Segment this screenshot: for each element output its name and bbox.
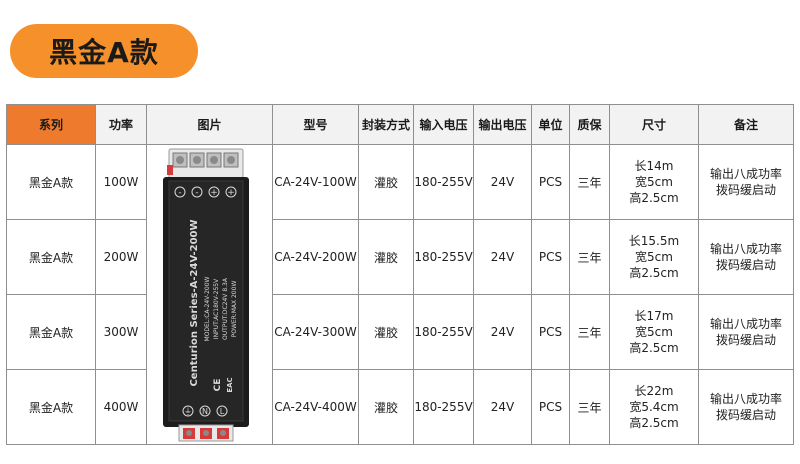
spec-table: 系列 功率 图片 型号 封装方式 输入电压 输出电压 单位 质保 尺寸 备注 黑… [6,104,794,445]
cell-unit: PCS [531,369,570,445]
col-header-model: 型号 [272,104,359,145]
size-width: 宽5.4cm [629,400,679,414]
product-image-cell: - - + + Centurion Series-A-24V-200W MODE… [146,144,273,445]
top-terminal-label: - [178,188,181,198]
cell-model: CA-24V-300W [272,294,359,370]
series-text: Centurion Series-A-24V-200W [189,219,200,386]
label-line: INPUT:AC180V-255V [213,278,220,339]
cell-note: 输出八成功率 拨码缓启动 [698,219,794,295]
table-row: 黑金A款 200W CA-24V-200W 灌胶 180-255V 24V PC… [6,219,794,295]
cell-unit: PCS [531,294,570,370]
size-length: 长15.5m [628,234,680,248]
cell-power: 200W [95,219,147,295]
size-height: 高2.5cm [629,341,679,355]
size-height: 高2.5cm [629,266,679,280]
cell-output-voltage: 24V [473,144,532,220]
cell-unit: PCS [531,144,570,220]
size-height: 高2.5cm [629,191,679,205]
cell-size: 长17m 宽5cm 高2.5cm [609,294,699,370]
bottom-terminal-label: ⏚ [184,407,192,416]
cell-input-voltage: 180-255V [413,294,474,370]
col-header-warranty: 质保 [569,104,610,145]
bottom-terminal-label: L [220,407,225,416]
cell-note: 输出八成功率 拨码缓启动 [698,294,794,370]
cell-warranty: 三年 [569,294,610,370]
power-supply-image: - - + + Centurion Series-A-24V-200W MODE… [163,148,249,442]
size-width: 宽5cm [635,175,673,189]
col-header-package: 封装方式 [358,104,414,145]
table-row: 黑金A款 100W [6,144,794,445]
table-row: 黑金A款 300W CA-24V-300W 灌胶 180-255V 24V PC… [6,294,794,370]
section-title-badge: 黑金A款 [10,24,198,78]
cell-model: CA-24V-200W [272,219,359,295]
cell-package: 灌胶 [358,369,414,445]
col-header-input-voltage: 输入电压 [413,104,474,145]
top-terminal-label: + [227,188,235,198]
bottom-terminal-label: N [202,407,208,416]
cell-package: 灌胶 [358,219,414,295]
cell-power: 300W [95,294,147,370]
cell-warranty: 三年 [569,144,610,220]
cell-warranty: 三年 [569,369,610,445]
cell-power: 400W [95,369,147,445]
cell-note: 输出八成功率 拨码缓启动 [698,144,794,220]
size-height: 高2.5cm [629,416,679,430]
section-title: 黑金A款 [49,36,159,69]
cell-power: 100W [95,144,147,220]
size-width: 宽5cm [635,325,673,339]
cell-warranty: 三年 [569,219,610,295]
eac-mark: EAC [226,377,234,392]
cell-output-voltage: 24V [473,219,532,295]
col-header-note: 备注 [698,104,794,145]
table-header-row: 系列 功率 图片 型号 封装方式 输入电压 输出电压 单位 质保 尺寸 备注 [6,104,794,145]
cell-series: 黑金A款 [6,294,96,370]
col-header-image: 图片 [146,104,273,145]
size-length: 长17m [634,309,674,323]
note-line: 拨码缓启动 [715,408,776,422]
cell-series: 黑金A款 [6,219,96,295]
cell-series: 黑金A款 [6,369,96,445]
cell-unit: PCS [531,219,570,295]
cell-note: 输出八成功率 拨码缓启动 [698,369,794,445]
cell-model: CA-24V-400W [272,369,359,445]
size-width: 宽5cm [635,250,673,264]
psu-face [168,180,244,422]
ce-mark: CE [213,379,223,392]
size-length: 长14m [634,159,674,173]
note-line: 输出八成功率 [709,167,782,181]
note-line: 拨码缓启动 [715,258,776,272]
col-header-size: 尺寸 [609,104,699,145]
cell-input-voltage: 180-255V [413,144,474,220]
cell-size: 长14m 宽5cm 高2.5cm [609,144,699,220]
note-line: 拨码缓启动 [715,333,776,347]
cell-package: 灌胶 [358,144,414,220]
bottom-terminal-screws [183,428,229,439]
label-line: OUTPUT:DC24V 8.3A [222,277,229,340]
col-header-output-voltage: 输出电压 [473,104,532,145]
cell-output-voltage: 24V [473,369,532,445]
col-header-series: 系列 [6,104,96,145]
col-header-unit: 单位 [531,104,570,145]
col-header-power: 功率 [95,104,147,145]
label-line: MODEL:CA-24V-200W [204,276,211,341]
cell-input-voltage: 180-255V [413,219,474,295]
cell-model: CA-24V-100W [272,144,359,220]
cell-series: 黑金A款 [6,144,96,220]
cell-size: 长22m 宽5.4cm 高2.5cm [609,369,699,445]
cell-input-voltage: 180-255V [413,369,474,445]
note-line: 拨码缓启动 [715,183,776,197]
note-line: 输出八成功率 [709,242,782,256]
table-row: 黑金A款 400W CA-24V-400W 灌胶 180-255V 24V PC… [6,369,794,445]
cell-output-voltage: 24V [473,294,532,370]
top-terminal-label: + [210,188,218,198]
label-line: POWER:MAX 200W [231,281,238,338]
cell-size: 长15.5m 宽5cm 高2.5cm [609,219,699,295]
note-line: 输出八成功率 [709,392,782,406]
top-terminal-label: - [195,188,198,198]
top-connector-red [167,165,173,175]
cell-package: 灌胶 [358,294,414,370]
top-terminal-screws [172,152,239,168]
size-length: 长22m [634,384,674,398]
note-line: 输出八成功率 [709,317,782,331]
